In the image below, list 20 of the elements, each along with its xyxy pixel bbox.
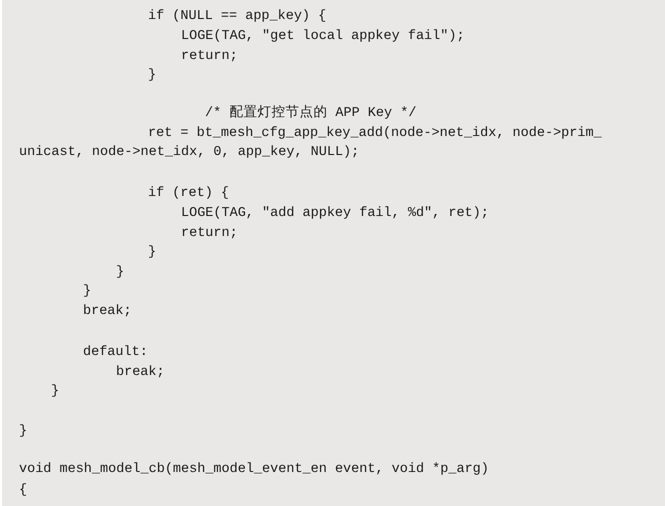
- code-line: break;: [83, 304, 132, 320]
- code-line: LOGE(TAG, "get local appkey fail");: [181, 29, 465, 45]
- code-line: unicast, node->net_idx, 0, app_key, NULL);: [19, 145, 360, 161]
- code-line: LOGE(TAG, "add appkey fail, %d", ret);: [181, 206, 489, 222]
- code-line: return;: [181, 226, 238, 242]
- code-line: void mesh_model_cb(mesh_model_event_en event, void *p_arg): [19, 462, 489, 478]
- code-line: break;: [116, 365, 165, 381]
- code-line: }: [148, 245, 156, 261]
- code-line: ret = bt_mesh_cfg_app_key_add(node->net_idx, node->prim_: [148, 126, 602, 142]
- code-line: {: [19, 483, 28, 499]
- code-line: }: [19, 424, 28, 440]
- code-line: if (ret) {: [148, 186, 230, 202]
- code-line: /* 配置灯控节点的 APP Key */: [205, 106, 416, 122]
- code-line: }: [116, 265, 124, 281]
- code-line: }: [148, 68, 156, 84]
- code-line: }: [83, 284, 92, 300]
- code-line: return;: [181, 49, 238, 65]
- code-line: default:: [83, 345, 148, 361]
- code-line: if (NULL == app_key) {: [148, 9, 326, 25]
- code-line: }: [51, 384, 60, 400]
